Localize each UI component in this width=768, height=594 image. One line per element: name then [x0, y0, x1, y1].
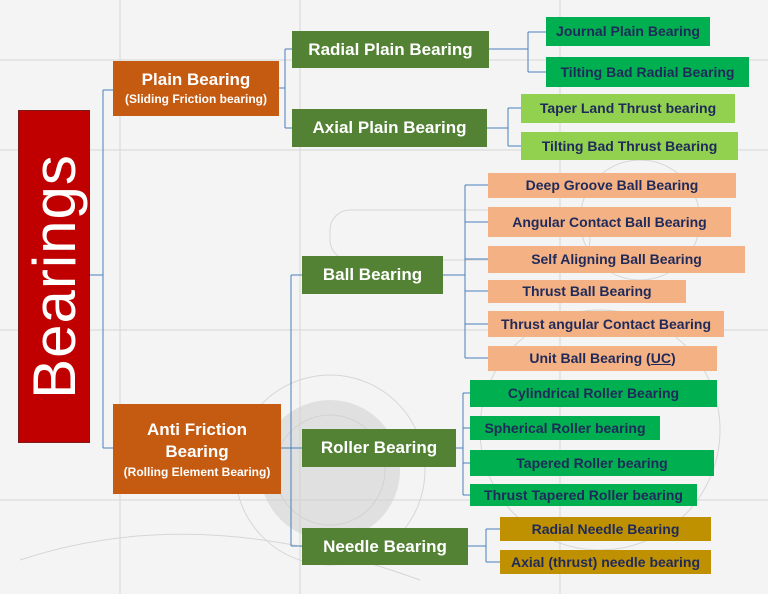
- leaf-label-suffix: ): [670, 350, 676, 367]
- roller-bearing-title: Roller Bearing: [320, 438, 438, 458]
- leaf-label-prefix: Unit Ball Bearing (: [529, 350, 651, 367]
- leaf-self-aligning-ball-bearing: Self Aligning Ball Bearing: [488, 246, 745, 273]
- leaf-taper-land-thrust-bearing: Taper Land Thrust bearing: [521, 94, 735, 123]
- ball-bearing-title: Ball Bearing: [322, 265, 423, 285]
- leaf-label: Tapered Roller bearing: [516, 454, 668, 471]
- anti-friction-subtitle: (Rolling Element Bearing): [123, 464, 271, 479]
- needle-bearing-node: Needle Bearing: [302, 528, 468, 565]
- leaf-label: Thrust angular Contact Bearing: [500, 315, 712, 332]
- leaf-label: Axial (thrust) needle bearing: [510, 553, 701, 570]
- root-bearings: Bearings: [18, 110, 90, 443]
- leaf-cylindrical-roller-bearing: Cylindrical Roller Bearing: [470, 380, 717, 407]
- radial-plain-title: Radial Plain Bearing: [308, 39, 473, 59]
- plain-bearing-subtitle: (Sliding Friction bearing): [125, 91, 267, 106]
- plain-bearing-title: Plain Bearing: [141, 70, 251, 90]
- leaf-tilting-bad-thrust-bearing: Tilting Bad Thrust Bearing: [521, 132, 738, 160]
- leaf-axial-thrust-needle-bearing: Axial (thrust) needle bearing: [500, 550, 711, 574]
- leaf-label: Cylindrical Roller Bearing: [507, 385, 680, 402]
- leaf-thrust-angular-contact-bearing: Thrust angular Contact Bearing: [488, 311, 724, 337]
- anti-friction-bearing-node: Anti Friction Bearing (Rolling Element B…: [113, 404, 281, 494]
- needle-bearing-title: Needle Bearing: [323, 536, 447, 556]
- leaf-radial-needle-bearing: Radial Needle Bearing: [500, 517, 711, 541]
- leaf-thrust-tapered-roller-bearing: Thrust Tapered Roller bearing: [470, 484, 697, 506]
- leaf-angular-contact-ball-bearing: Angular Contact Ball Bearing: [488, 207, 731, 237]
- radial-plain-bearing-node: Radial Plain Bearing: [292, 31, 489, 68]
- leaf-thrust-ball-bearing: Thrust Ball Bearing: [488, 280, 686, 303]
- leaf-label: Radial Needle Bearing: [531, 520, 680, 537]
- axial-plain-bearing-node: Axial Plain Bearing: [292, 109, 487, 147]
- leaf-journal-plain-bearing: Journal Plain Bearing: [546, 17, 710, 46]
- leaf-deep-groove-ball-bearing: Deep Groove Ball Bearing: [488, 173, 736, 198]
- ball-bearing-node: Ball Bearing: [302, 256, 443, 294]
- leaf-spherical-roller-bearing: Spherical Roller bearing: [470, 416, 660, 440]
- leaf-label: Deep Groove Ball Bearing: [525, 177, 699, 194]
- leaf-tapered-roller-bearing: Tapered Roller bearing: [470, 450, 714, 476]
- roller-bearing-node: Roller Bearing: [302, 429, 456, 467]
- leaf-label: Angular Contact Ball Bearing: [512, 213, 707, 230]
- leaf-label: Tilting Bad Thrust Bearing: [541, 137, 718, 154]
- leaf-unit-ball-bearing: Unit Ball Bearing (UC): [488, 346, 717, 371]
- axial-plain-title: Axial Plain Bearing: [312, 118, 467, 138]
- leaf-tilting-bad-radial-bearing: Tilting Bad Radial Bearing: [546, 57, 749, 87]
- plain-bearing-node: Plain Bearing (Sliding Friction bearing): [113, 61, 279, 116]
- leaf-label: Spherical Roller bearing: [484, 419, 646, 436]
- root-label: Bearings: [20, 154, 88, 399]
- leaf-label: Thrust Tapered Roller bearing: [484, 486, 683, 503]
- anti-friction-title: Anti Friction Bearing: [146, 419, 248, 461]
- leaf-label: Taper Land Thrust bearing: [539, 100, 717, 117]
- leaf-label: Tilting Bad Radial Bearing: [560, 63, 735, 80]
- leaf-label: Journal Plain Bearing: [556, 23, 700, 40]
- leaf-label: Thrust Ball Bearing: [522, 283, 652, 300]
- leaf-label-abbr: UC: [650, 350, 671, 367]
- leaf-label: Self Aligning Ball Bearing: [531, 251, 702, 268]
